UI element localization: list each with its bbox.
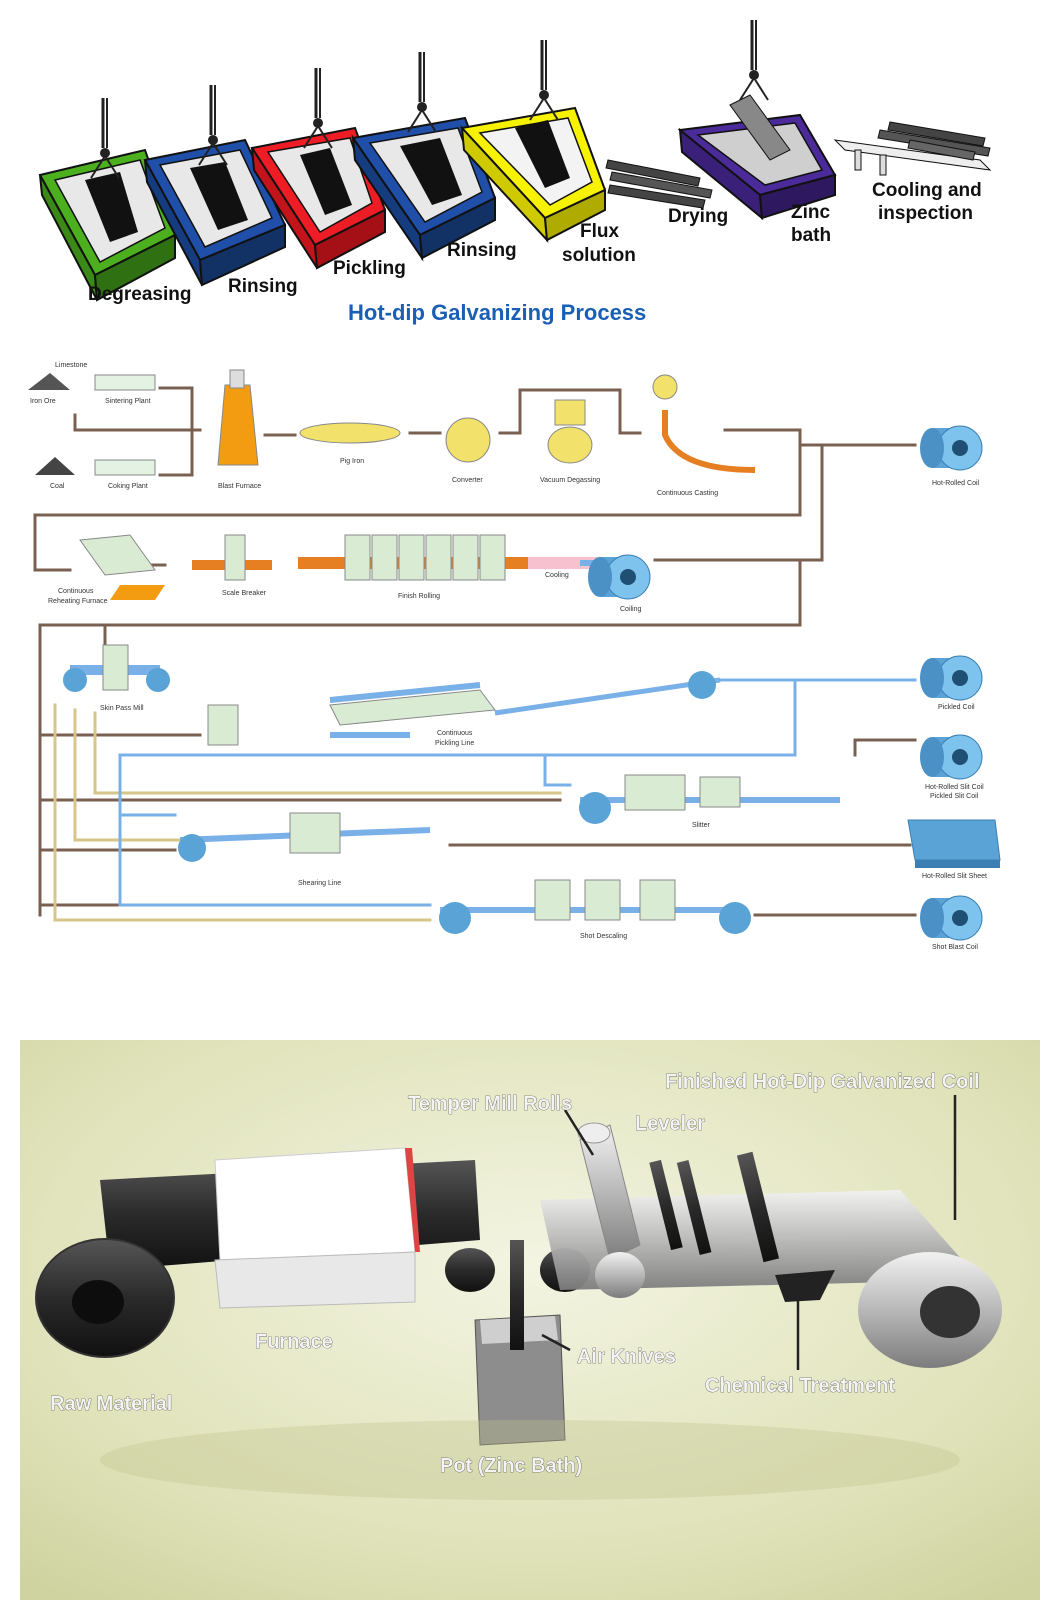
shot-descaling-line [439,879,751,934]
hot-rolled-coil-icon [919,425,983,471]
degreasing-tank [38,96,177,302]
step-label-zinc-2: bath [791,225,831,246]
label-temper-mill: Temper Mill Rolls [408,1093,572,1115]
continuous-pickling-line [207,671,721,746]
slit-sheet-icon [907,819,1001,868]
label-shot-descaling: Shot Descaling [580,933,627,940]
brown-flow-lines [33,386,917,917]
step-label-pickling: Pickling [333,258,406,279]
label-coal: Coal [50,483,65,490]
reheating-furnace [79,534,165,600]
blast-furnace [217,369,259,466]
chemical-treatment-tray [775,1270,835,1302]
finish-rolling-mill [298,534,618,581]
label-iron-ore: Iron Ore [30,398,56,405]
temper-mill-rolls [577,1122,645,1298]
label-slit-coil-2: Pickled Slit Coil [930,793,979,800]
scale-breaker [192,534,272,581]
steel-production-flow-diagram: Limestone Iron Ore Sintering Plant Coal … [0,345,1060,995]
finished-coil [858,1252,1002,1368]
label-hot-rolled-coil: Hot-Rolled Coil [932,480,980,487]
label-sintering: Sintering Plant [105,398,151,405]
leveler-rolls [649,1151,780,1263]
label-continuous-casting: Continuous Casting [657,490,718,497]
shot-blast-coil-icon [919,895,983,941]
label-finish-rolling: Finish Rolling [398,593,440,600]
step-label-cooling-2: inspection [878,203,973,224]
label-coiling: Coiling [620,606,642,613]
step-label-zinc: Zinc [791,202,830,223]
step-label-flux: Flux [580,221,619,242]
raw-materials [28,373,156,476]
pig-iron-ladle [299,422,401,444]
label-reheating-2: Reheating Furnace [48,598,108,605]
blue-flow-lines [118,678,917,907]
rinsing-tank-1 [143,83,287,287]
label-raw-material: Raw Material [50,1393,172,1415]
label-pot: Pot (Zinc Bath) [440,1455,582,1477]
vacuum-degassing [547,399,593,464]
slit-coil-icon [919,734,983,780]
label-vacuum-degassing: Vacuum Degassing [540,477,600,484]
continuous-casting [652,374,756,473]
label-slit-sheet: Hot-Rolled Slit Sheet [922,873,987,880]
skin-pass-mill [63,644,170,692]
flux-solution-tank [460,38,607,243]
galvanizing-process-diagram: Degreasing Rinsing Pickling Rinsing Flux… [0,0,1060,345]
step-label-drying: Drying [668,206,728,227]
coiler [580,554,651,600]
converter [445,417,491,463]
label-slitter: Slitter [692,822,711,829]
label-pig-iron: Pig Iron [340,458,364,465]
label-converter: Converter [452,477,483,484]
label-leveler: Leveler [635,1113,705,1135]
yellow-flow-lines [53,703,562,922]
label-cooling: Cooling [545,572,569,579]
label-pickled-coil: Pickled Coil [938,704,975,711]
label-furnace: Furnace [255,1331,333,1353]
pickled-coil-icon [919,655,983,701]
label-coking: Coking Plant [108,483,148,490]
step-label-cooling: Cooling and [872,180,982,201]
label-chemical: Chemical Treatment [705,1375,895,1397]
step-label-rinsing-1: Rinsing [228,276,298,297]
step-label-flux-2: solution [562,245,636,266]
label-shot-blast-coil: Shot Blast Coil [932,944,978,951]
slitter [579,774,840,824]
zinc-bath-tank [677,18,837,221]
label-blast-furnace: Blast Furnace [218,483,261,490]
pointer-air-knives [541,1333,571,1352]
pickling-tank [250,66,387,270]
label-pickling-line: Continuous [437,730,473,737]
label-pickling-line-2: Pickling Line [435,740,474,747]
cooling-rack [833,121,992,176]
galvanizing-line-illustration: Finished Hot-Dip Galvanized Coil Temper … [20,1040,1040,1600]
label-limestone: Limestone [55,362,87,369]
step-label-rinsing-2: Rinsing [447,240,517,261]
rinsing-tank-2 [351,50,497,262]
galvanizing-title: Hot-dip Galvanizing Process [348,300,646,325]
label-skin-pass: Skin Pass Mill [100,705,144,712]
pointer-temper [563,1109,595,1156]
label-reheating: Continuous [58,588,94,595]
furnace [214,1147,420,1309]
label-slit-coil: Hot-Rolled Slit Coil [925,784,984,791]
step-label-degreasing: Degreasing [88,284,191,305]
label-air-knives: Air Knives [577,1346,676,1368]
drying-bars [605,159,713,209]
label-shearing-line: Shearing Line [298,880,341,887]
label-scale-breaker: Scale Breaker [222,590,267,597]
shearing-line [178,812,431,862]
label-finished-coil: Finished Hot-Dip Galvanized Coil [665,1071,979,1093]
